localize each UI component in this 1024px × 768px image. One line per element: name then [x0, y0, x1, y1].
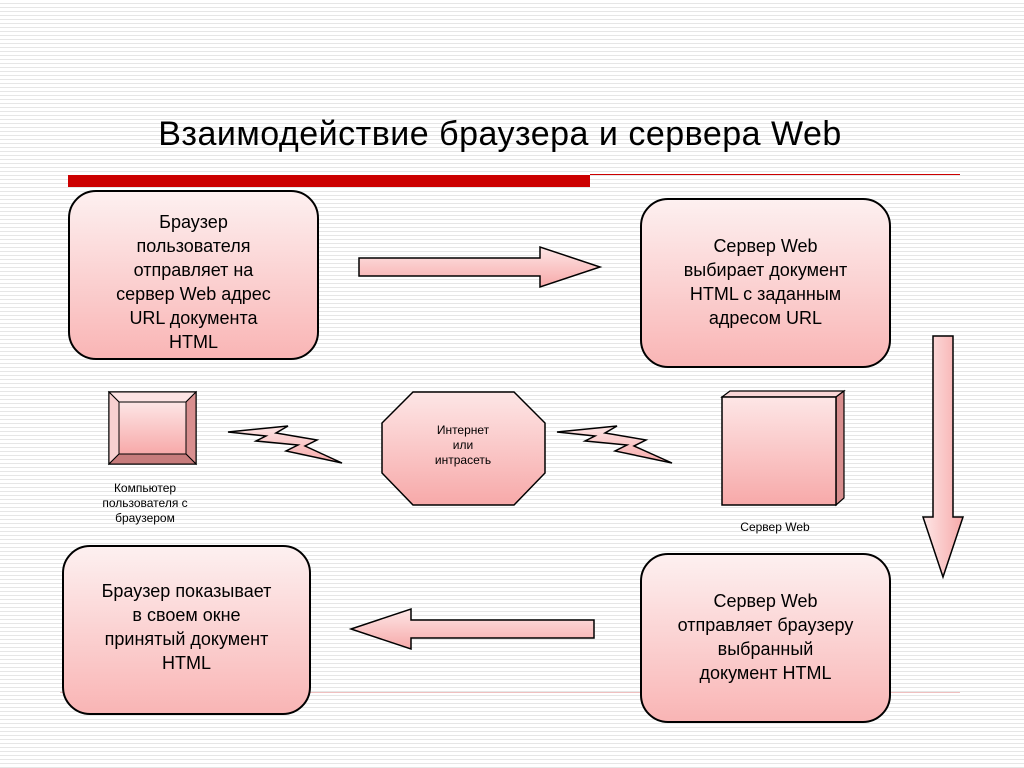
- network-octagon: [381, 391, 546, 506]
- arrow-response: [348, 607, 595, 651]
- step-text: Сервер Web выбирает документ HTML с зада…: [683, 236, 848, 328]
- lightning-icon: [556, 425, 673, 464]
- computer-label: Компьютер пользователя с браузером: [102, 481, 188, 525]
- page-title: Взаимодействие браузера и сервера Web: [158, 115, 842, 153]
- network-label: Интернет или интрасеть: [434, 423, 492, 467]
- step-text: Браузер показывает в своем окне принятый…: [101, 581, 272, 673]
- step-browser-shows-document: Браузер показывает в своем окне принятый…: [62, 545, 311, 715]
- title-underline-thick: [68, 175, 590, 187]
- step-server-sends-document: Сервер Web отправляет браузеру выбранный…: [640, 553, 891, 723]
- computer-icon: [107, 390, 198, 466]
- step-server-selects-document: Сервер Web выбирает документ HTML с зада…: [640, 198, 891, 368]
- arrow-process-down: [921, 335, 965, 580]
- server-icon: [720, 389, 846, 507]
- bottom-divider: [60, 692, 960, 693]
- title-underline-thin: [590, 174, 960, 175]
- arrow-request: [358, 245, 603, 289]
- lightning-icon: [227, 425, 343, 464]
- step-text: Браузер пользователя отправляет на серве…: [116, 212, 271, 352]
- server-label: Сервер Web: [740, 520, 810, 534]
- step-browser-sends-url: Браузер пользователя отправляет на серве…: [68, 190, 319, 360]
- step-text: Сервер Web отправляет браузеру выбранный…: [677, 591, 854, 683]
